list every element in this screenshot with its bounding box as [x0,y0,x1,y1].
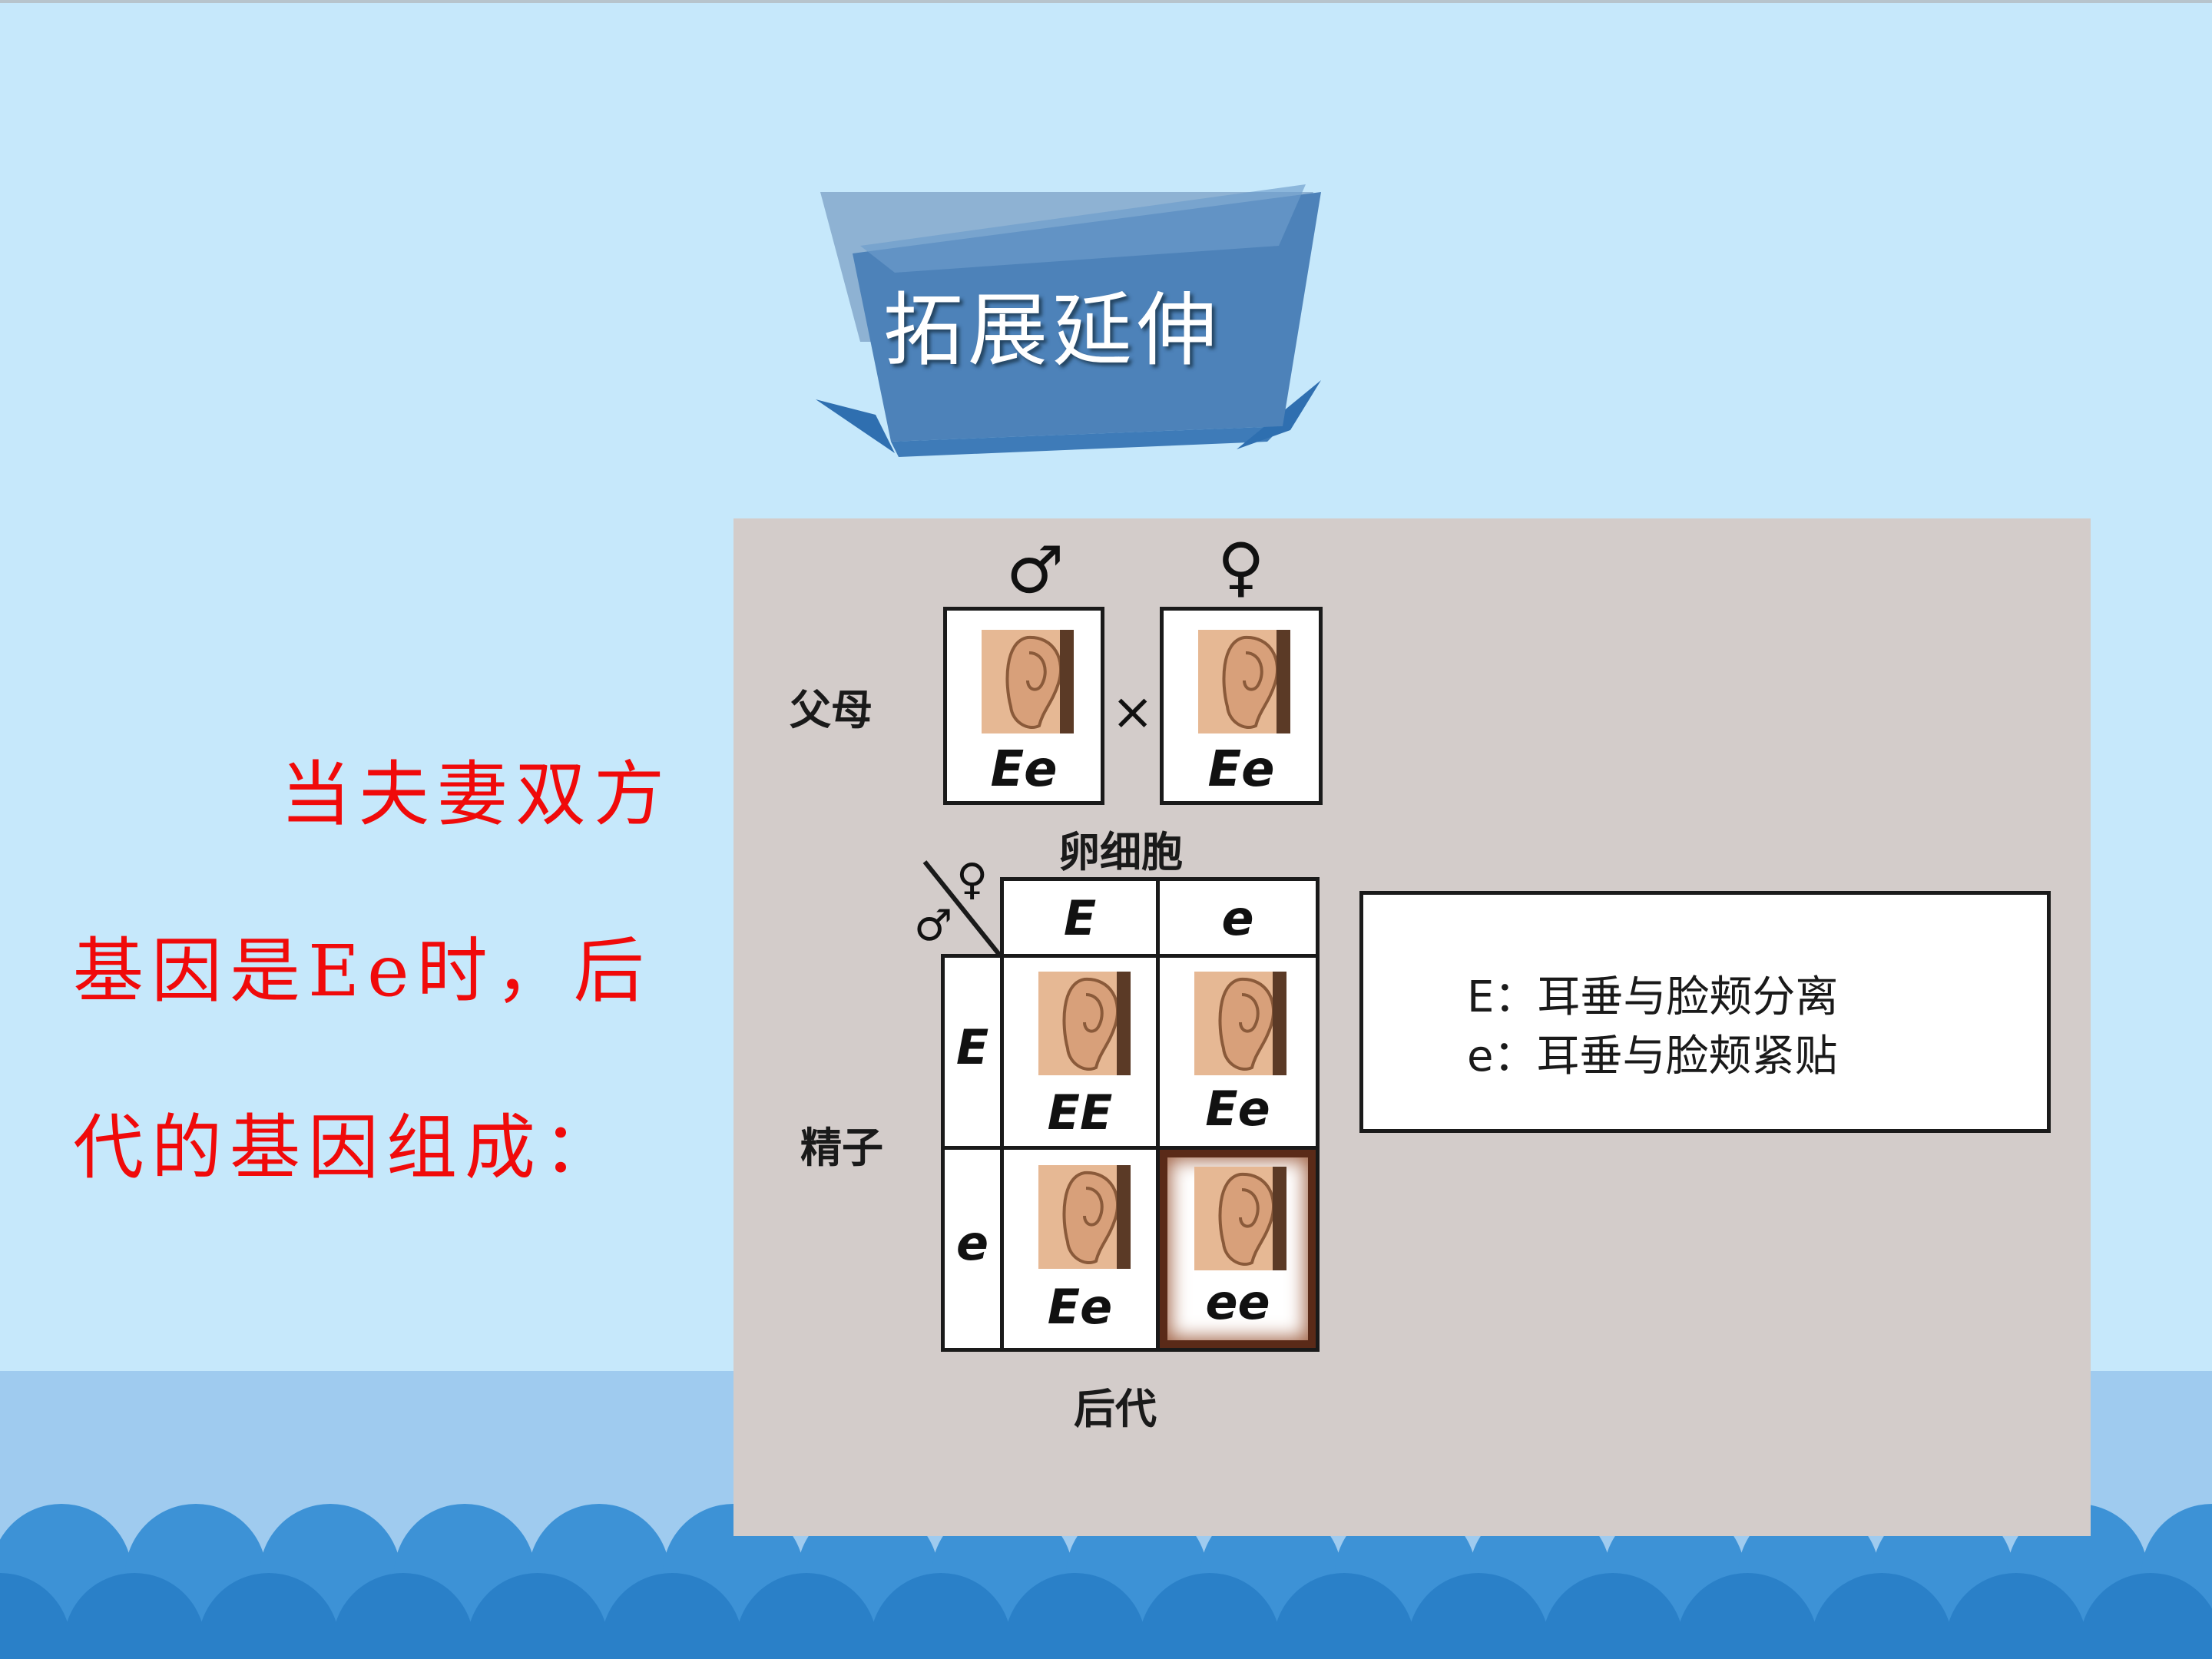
wave-circle [64,1573,205,1659]
parent-genotype-female: Ee [1207,741,1275,798]
wave-circle [0,1573,71,1659]
banner-title: 拓展延伸 [883,283,1222,377]
wave-circle [1811,1573,1952,1659]
question-caption: 当夫妻双方 基因是Ee时，后 代的基因组成： [73,707,687,1237]
egg-allele-e: e [1221,890,1254,946]
offspring-label: 后代 [1074,1385,1157,1433]
allele-legend: E：耳垂与脸颊分离 e：耳垂与脸颊紧贴 [1359,891,2051,1133]
top-border-line [0,0,2212,3]
sperm-allele-cell: E [941,954,1004,1150]
offspring-genotype: ee [1205,1274,1270,1330]
offspring-cell-ee: ee [1156,1146,1320,1352]
title-banner [816,184,1321,457]
legend-item-recessive: e：耳垂与脸颊紧贴 [1467,1031,1838,1081]
offspring-genotype: Ee [1047,1279,1113,1335]
wave-circle [467,1573,608,1659]
wave-circle [198,1573,339,1659]
wave-circle [870,1573,1012,1659]
sperm-label: 精子 [800,1124,883,1172]
caption-line-2: 基因是Ee时，后 [73,930,652,1012]
wave-circle [2080,1573,2212,1659]
offspring-genotype: Ee [1205,1081,1270,1137]
egg-allele-cell: e [1156,877,1320,958]
parent-card-female: Ee [1160,607,1323,805]
wave-circle [1945,1573,2087,1659]
ear-icon [1194,972,1286,1075]
wave-circle [601,1573,743,1659]
wave-circle [1005,1573,1146,1659]
ear-icon [1038,972,1131,1075]
caption-line-1: 当夫妻双方 [280,753,672,836]
wave-circle [1542,1573,1684,1659]
wave-circle [333,1573,474,1659]
ear-icon [1194,1167,1286,1270]
female-symbol-icon: ♀ [956,855,988,905]
sperm-allele-e: e [955,1215,989,1271]
sperm-allele-E: E [955,1019,989,1075]
wave-circle [736,1573,877,1659]
ear-icon [982,630,1074,733]
caption-line-3: 代的基因组成： [73,1107,622,1189]
offspring-genotype: EE [1047,1084,1113,1141]
parent-card-male: Ee [943,607,1104,805]
wave-circle [1273,1573,1415,1659]
female-symbol-icon: ♀ [1217,529,1265,604]
corner-divider [922,860,1002,957]
male-symbol-icon: ♂ [914,901,953,951]
offspring-cell-Ee: Ee [1156,954,1320,1150]
wave-decoration [0,1504,2212,1659]
wave-circle [1677,1573,1818,1659]
sperm-allele-cell: e [941,1146,1004,1352]
parent-genotype-male: Ee [990,741,1058,798]
wave-circle [1408,1573,1549,1659]
ear-icon [1038,1165,1131,1269]
egg-allele-E: E [1063,890,1097,946]
offspring-cell-EE: EE [1000,954,1160,1150]
male-symbol-icon: ♂ [1006,532,1065,608]
legend-item-dominant: E：耳垂与脸颊分离 [1467,972,1839,1022]
egg-allele-cell: E [1000,877,1160,958]
egg-label: 卵细胞 [1058,828,1183,876]
ear-icon [1198,630,1290,733]
wave-circle [1139,1573,1280,1659]
cross-symbol: × [1111,682,1154,741]
offspring-cell-Ee: Ee [1000,1146,1160,1352]
parents-label: 父母 [790,686,873,734]
